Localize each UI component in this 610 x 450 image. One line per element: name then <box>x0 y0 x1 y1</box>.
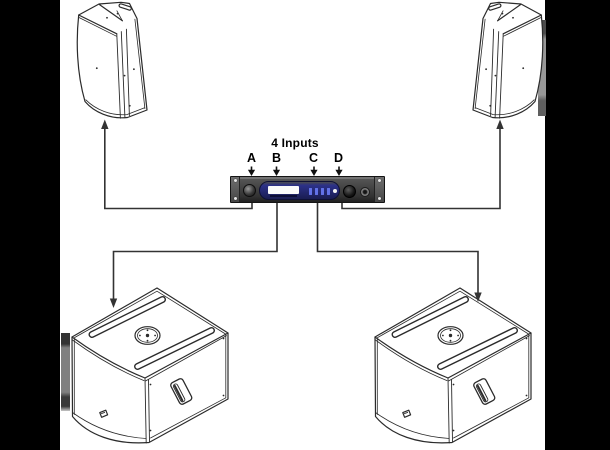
input-arrows <box>250 166 340 171</box>
output-wires <box>104 128 501 299</box>
encoder-dot-icon <box>333 188 337 193</box>
amp-display-panel <box>259 181 340 200</box>
arrow-down-icon <box>474 292 482 302</box>
arrow-down-icon <box>109 298 118 308</box>
input-label-c: C <box>308 151 319 165</box>
volume-knob-icon <box>243 184 256 197</box>
screw-icon <box>378 197 381 200</box>
input-label-d: D <box>333 151 344 165</box>
top-right-speaker-icon <box>473 2 543 118</box>
input-label-b: B <box>271 151 282 165</box>
arrow-down-icon <box>272 169 281 176</box>
wire-a-to-left-speaker <box>104 128 253 210</box>
wire-arrowheads <box>101 119 504 308</box>
wire-b-to-left-subwoofer <box>112 202 278 299</box>
display-button-icon <box>315 188 318 195</box>
wire-c-to-right-subwoofer <box>316 202 479 293</box>
arrow-down-icon <box>247 169 256 176</box>
bottom-left-subwoofer-icon <box>72 288 228 443</box>
wire-d-to-right-speaker <box>341 128 501 210</box>
bottom-right-subwoofer-icon <box>375 288 531 443</box>
knob-icon <box>343 185 356 198</box>
lcd-button-strip <box>270 195 297 197</box>
input-label-a: A <box>246 151 257 165</box>
rack-ear-right <box>374 177 384 202</box>
right-black-bar <box>545 0 610 450</box>
display-button-icon <box>327 188 330 195</box>
lcd-screen <box>268 186 299 194</box>
knob-icon <box>360 187 370 197</box>
subwoofer-shadow-strip <box>61 333 70 411</box>
inputs-title: 4 Inputs <box>271 136 319 150</box>
screw-icon <box>378 179 381 182</box>
input-arrowheads <box>247 169 343 176</box>
arrow-up-icon <box>496 119 504 129</box>
arrow-down-icon <box>335 169 343 176</box>
display-button-icon <box>321 188 324 195</box>
arrow-down-icon <box>310 169 318 176</box>
arrow-up-icon <box>101 119 109 129</box>
rack-amplifier-icon <box>230 176 385 203</box>
screw-icon <box>233 197 237 200</box>
top-left-speaker-icon <box>77 2 147 118</box>
left-black-bar <box>0 0 60 450</box>
screw-icon <box>233 179 237 182</box>
display-button-icon <box>309 188 312 195</box>
rack-ear-left <box>231 177 240 202</box>
